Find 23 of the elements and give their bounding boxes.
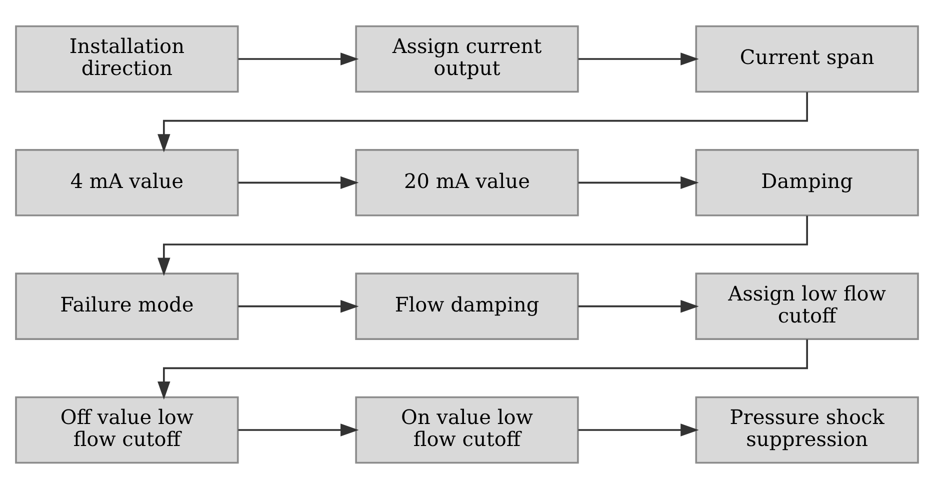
node-box: Failure mode	[15, 272, 239, 340]
arrow	[238, 299, 359, 312]
node-box: 20 mA value	[355, 148, 579, 216]
arrow	[238, 176, 359, 189]
node-box: Assign current output	[355, 24, 579, 92]
arrow	[238, 423, 359, 436]
arrow	[578, 423, 699, 436]
node-box: Pressure shock suppression	[695, 396, 919, 464]
node-box: Flow damping	[355, 272, 579, 340]
arrow	[158, 92, 808, 152]
node-box: On value low flow cutoff	[355, 396, 579, 464]
node-box: Damping	[695, 148, 919, 216]
node-box: Current span	[695, 24, 919, 92]
arrow	[158, 215, 808, 276]
arrow	[578, 299, 699, 312]
node-box: Assign low flow cutoff	[695, 272, 919, 340]
arrow	[578, 176, 699, 189]
arrow	[238, 52, 359, 65]
node-box: Installation direction	[15, 24, 239, 92]
node-box: 4 mA value	[15, 148, 239, 216]
arrow	[158, 338, 808, 400]
arrow	[578, 52, 699, 65]
node-box: Off value low flow cutoff	[15, 396, 239, 464]
